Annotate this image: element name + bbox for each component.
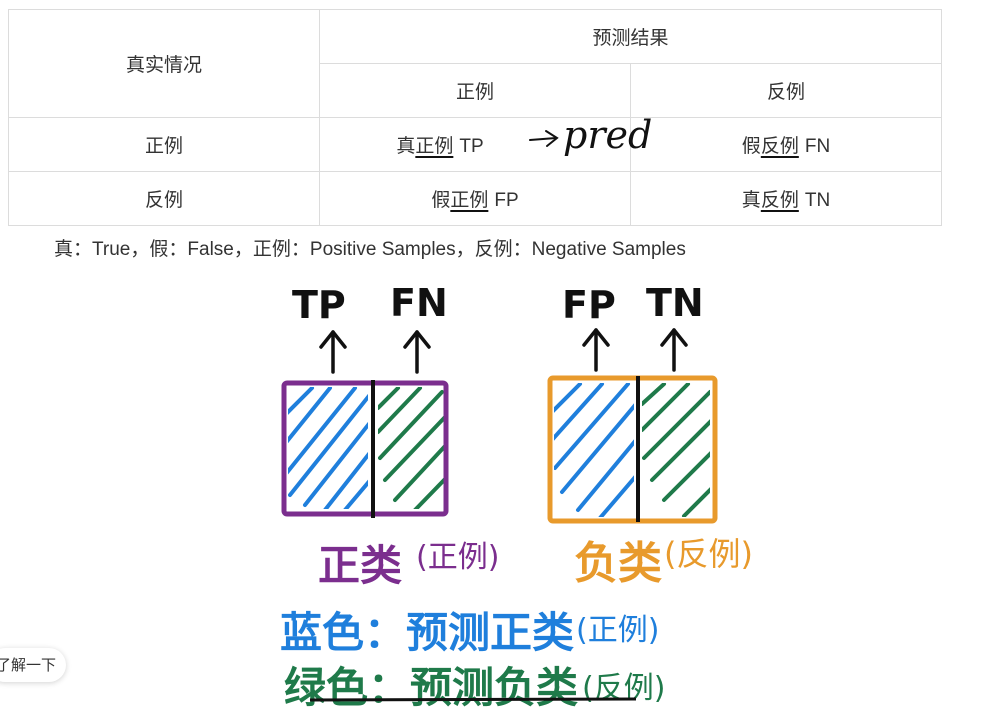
legend-true-value: True， (92, 239, 150, 260)
cell-fp-prefix: 假 (431, 189, 451, 211)
cell-fp: 假正例 FP (319, 171, 631, 226)
confusion-matrix-table: 真实情况 预测结果 正例 反例 正例 真正例 TP 假反例 FN 反例 假正例 … (8, 9, 943, 226)
cell-fn: 假反例 FN (629, 117, 943, 172)
positive-class-label: 正类 (318, 541, 402, 590)
legend-false-key: 假： (149, 238, 188, 260)
label-tp: TP (292, 283, 346, 327)
legend-negative-key: 反例： (474, 238, 532, 260)
blue-hatch-left (288, 387, 368, 509)
cell-fn-code: FN (804, 136, 831, 157)
label-tn: TN (646, 281, 704, 325)
legend-negative-value: Negative Samples (531, 239, 686, 260)
cell-fn-underlined: 反例 (760, 135, 799, 157)
green-hatch-right (642, 383, 710, 517)
cell-tp-code: TP (459, 136, 484, 157)
row-label-negative: 反例 (8, 171, 320, 226)
cell-tn: 真反例 TN (629, 171, 943, 226)
blue-legend-note: (正例) (576, 613, 659, 648)
legend-true-key: 真： (54, 238, 93, 260)
negative-class-label: 负类 (574, 538, 662, 589)
legend-positive-value: Positive Samples， (309, 239, 475, 260)
cell-tp: 真正例 TP (319, 117, 631, 172)
legend-false-value: False， (187, 239, 253, 260)
cell-tp-underlined: 正例 (415, 135, 454, 157)
cell-fn-prefix: 假 (741, 135, 761, 157)
cell-tp-prefix: 真 (396, 135, 416, 157)
header-actual: 真实情况 (8, 9, 320, 118)
blue-legend: 蓝色：预测正类 (280, 608, 574, 657)
blue-hatch-right (554, 383, 634, 517)
cell-tn-code: TN (804, 190, 831, 211)
positive-class-note: (正例) (416, 540, 499, 575)
subheader-negative: 反例 (629, 63, 943, 118)
header-predicted: 预测结果 (318, 9, 943, 64)
label-fp: FP (562, 283, 616, 327)
cell-fp-code: FP (494, 190, 519, 211)
arrow-up-icon (582, 328, 610, 372)
arrow-up-icon (319, 330, 347, 374)
arrow-up-icon (660, 328, 688, 372)
negative-class-note: (反例) (664, 535, 753, 573)
legend-line: 真：True，假：False，正例：Positive Samples，反例：Ne… (54, 234, 686, 261)
green-legend-note: (反例) (582, 671, 665, 706)
cell-fp-underlined: 正例 (450, 189, 489, 211)
positive-class-box (281, 380, 449, 517)
underline-stroke (309, 697, 637, 702)
legend-positive-key: 正例： (252, 238, 310, 260)
cell-tn-underlined: 反例 (760, 189, 799, 211)
green-hatch-left (378, 387, 444, 509)
negative-class-box (547, 375, 718, 524)
arrow-up-icon (403, 330, 431, 374)
pred-annotation: pred (563, 113, 652, 157)
cell-tn-prefix: 真 (741, 189, 761, 211)
label-fn: FN (390, 281, 448, 325)
pred-arrow-icon (529, 130, 559, 147)
learn-more-chip[interactable]: 了解一下 (0, 648, 66, 682)
